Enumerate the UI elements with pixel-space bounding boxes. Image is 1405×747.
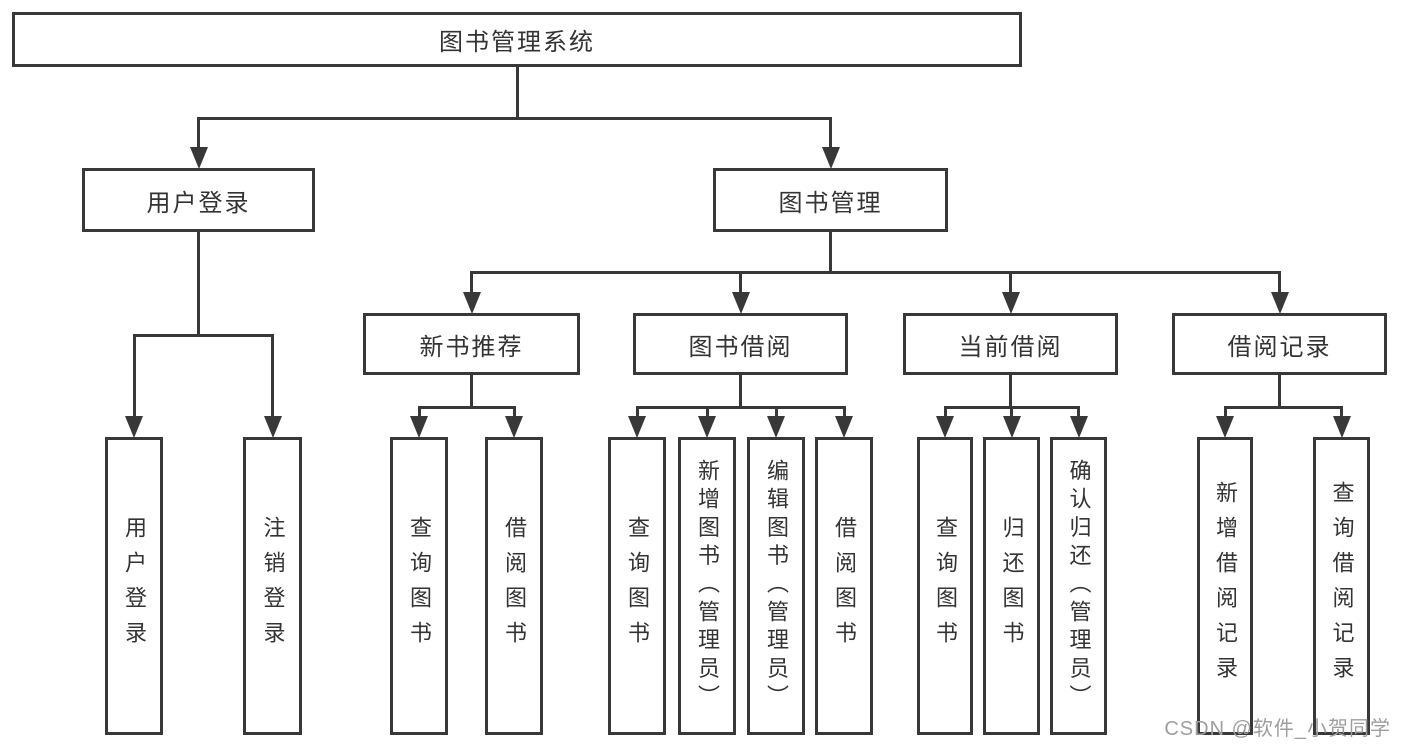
node-bor-add: 新增图书（管理员） <box>678 437 736 735</box>
node-logout: 注销登录 <box>243 437 302 735</box>
node-borrow: 图书借阅 <box>633 313 848 375</box>
edge-rail-login <box>132 333 274 337</box>
node-root: 图书管理系统 <box>12 12 1022 67</box>
arrowhead-bor-borrow <box>835 416 853 438</box>
edge-stem-login <box>197 232 200 335</box>
node-rec: 新书推荐 <box>363 313 580 375</box>
arrowhead-current <box>1001 292 1020 314</box>
edge-drop-cur-return <box>1010 407 1013 417</box>
edge-drop-rcd-query <box>1340 407 1343 417</box>
arrowhead-login-do <box>125 416 143 438</box>
edge-rail-rec <box>417 405 516 409</box>
node-login: 用户登录 <box>82 168 315 232</box>
arrowhead-cur-query <box>936 416 954 438</box>
edge-drop-login-do <box>132 335 136 417</box>
edge-rail-records <box>1223 405 1343 409</box>
node-rec-query: 查询图书 <box>390 437 448 735</box>
edge-rail-root <box>197 116 832 120</box>
edge-stem-rec <box>470 375 473 407</box>
arrowhead-rcd-add <box>1216 416 1234 438</box>
node-bor-borrow: 借阅图书 <box>815 437 873 735</box>
edge-drop-mgmt <box>829 118 832 148</box>
arrowhead-borrow <box>731 292 750 314</box>
node-cur-return: 归还图书 <box>983 437 1040 735</box>
edge-drop-cur-query <box>943 407 947 417</box>
arrowhead-cur-confirm <box>1069 416 1088 438</box>
arrowhead-cur-return <box>1002 416 1021 438</box>
node-bor-query: 查询图书 <box>608 437 666 735</box>
arrowhead-rec-query <box>410 416 428 438</box>
node-cur-query: 查询图书 <box>917 437 973 735</box>
edge-drop-rec <box>470 272 473 293</box>
edge-drop-bor-query <box>635 407 639 417</box>
node-current: 当前借阅 <box>903 313 1118 375</box>
arrowhead-login <box>189 147 208 169</box>
node-records: 借阅记录 <box>1172 313 1387 375</box>
edge-drop-current <box>1009 272 1012 293</box>
edge-stem-root <box>515 67 519 118</box>
arrowhead-rcd-query <box>1332 416 1351 438</box>
arrowhead-mgmt <box>821 147 840 169</box>
arrowhead-records <box>1270 292 1289 314</box>
arrowhead-rec-borrow <box>505 416 523 438</box>
edge-stem-current <box>1009 375 1012 407</box>
arrowhead-bor-edit <box>767 416 785 438</box>
node-cur-confirm: 确认归还（管理员） <box>1050 437 1107 735</box>
node-login-do: 用户登录 <box>105 437 163 735</box>
edge-drop-cur-confirm <box>1077 407 1080 417</box>
node-rcd-add: 新增借阅记录 <box>1197 437 1253 735</box>
node-rec-borrow: 借阅图书 <box>485 437 543 735</box>
edge-rail-borrow <box>635 405 846 409</box>
arrowhead-bor-add <box>698 416 716 438</box>
edge-drop-borrow <box>739 272 742 293</box>
edge-stem-records <box>1278 375 1281 407</box>
arrowhead-logout <box>263 416 282 438</box>
edge-drop-rec-query <box>417 407 421 417</box>
edge-drop-logout <box>271 335 274 417</box>
edge-drop-rec-borrow <box>512 407 516 417</box>
edge-stem-mgmt <box>829 232 832 272</box>
edge-drop-bor-borrow <box>842 407 846 417</box>
edge-drop-rcd-add <box>1223 407 1227 417</box>
edge-drop-login <box>197 118 200 148</box>
edge-drop-bor-add <box>705 407 709 417</box>
edge-drop-records <box>1278 272 1281 293</box>
arrowhead-rec <box>462 292 481 314</box>
node-rcd-query: 查询借阅记录 <box>1313 437 1370 735</box>
edge-stem-borrow <box>739 375 742 407</box>
arrowhead-bor-query <box>628 416 646 438</box>
node-mgmt: 图书管理 <box>713 168 948 232</box>
node-bor-edit: 编辑图书（管理员） <box>747 437 805 735</box>
edge-drop-bor-edit <box>774 407 778 417</box>
edge-rail-mgmt <box>470 270 1281 274</box>
